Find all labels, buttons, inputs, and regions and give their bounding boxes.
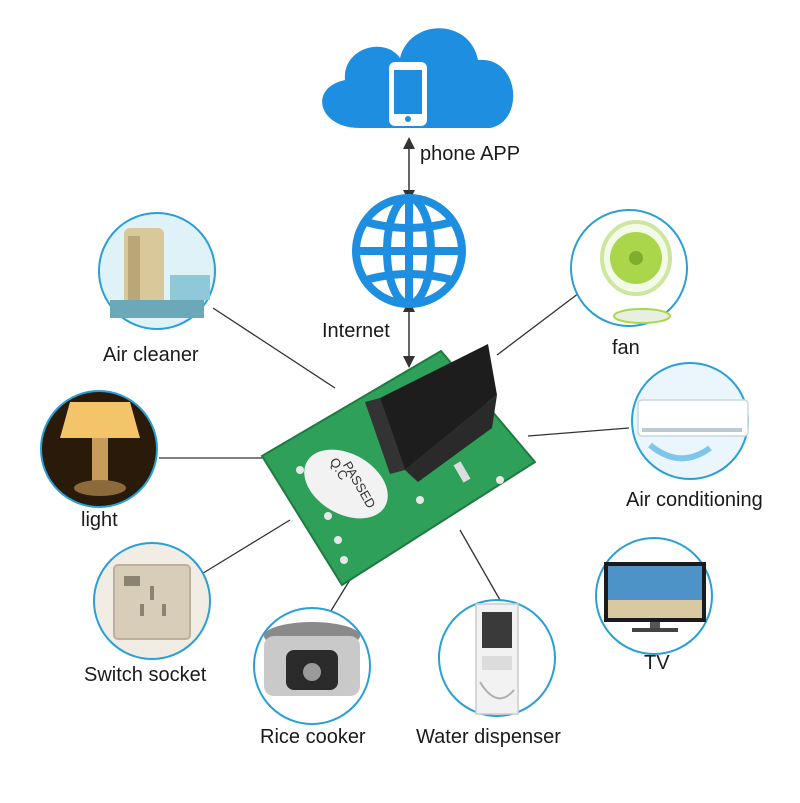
connector-fan bbox=[496, 289, 584, 356]
water-dispenser-label: Water dispenser bbox=[416, 726, 561, 748]
globe-icon bbox=[352, 194, 466, 308]
light-icon bbox=[40, 390, 158, 508]
rice-cooker-label: Rice cooker bbox=[260, 726, 366, 748]
phone-icon bbox=[389, 62, 427, 126]
air-cleaner-label: Air cleaner bbox=[103, 344, 199, 366]
switch-socket-icon bbox=[93, 542, 211, 660]
qc-stamp bbox=[304, 449, 388, 519]
water-dispenser-icon bbox=[438, 599, 556, 717]
phone-app-label: phone APP bbox=[420, 143, 521, 165]
tv-label: TV bbox=[644, 652, 670, 674]
air-conditioning-label: Air conditioning bbox=[626, 489, 763, 511]
fan-label: fan bbox=[612, 337, 640, 359]
connector-air-conditioning bbox=[527, 427, 630, 437]
air-conditioning-icon bbox=[631, 362, 749, 480]
connector-air-cleaner bbox=[212, 307, 336, 389]
relay-module bbox=[260, 344, 537, 587]
tv-icon bbox=[595, 537, 713, 655]
internet-label: Internet bbox=[322, 320, 390, 342]
air-cleaner-icon bbox=[98, 212, 216, 330]
light-label: light bbox=[81, 509, 118, 531]
connector-water-dispenser bbox=[459, 529, 501, 601]
connector-switch-socket bbox=[199, 519, 291, 576]
switch-socket-label: Switch socket bbox=[84, 664, 207, 686]
rice-cooker-icon bbox=[253, 607, 371, 725]
fan-icon bbox=[570, 209, 688, 327]
